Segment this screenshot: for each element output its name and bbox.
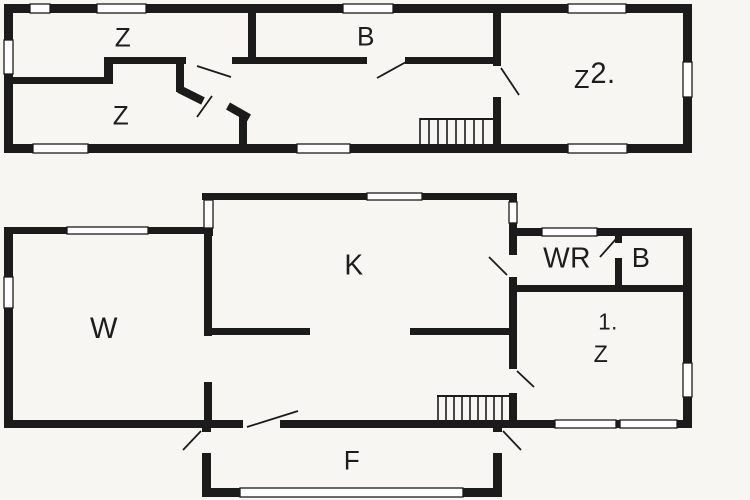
upper-floor-plan [3, 3, 693, 154]
upper-windows [3, 3, 693, 154]
upper-room-label-bathroom: B [357, 21, 375, 52]
upper-room-label-bedroom-top-left: Z [114, 22, 132, 53]
upper-interior-walls [4, 13, 501, 144]
lower-staircase [437, 395, 509, 420]
upper-room-label-bedroom-right: Z [574, 64, 590, 94]
lower-room-label-living-room: W [90, 312, 118, 345]
lower-interior-walls [204, 228, 692, 428]
upper-room-label-bedroom-bottom-left: Z [112, 100, 130, 131]
lower-room-label-bedroom: Z [593, 341, 609, 368]
lower-room-number: 1. [598, 308, 618, 335]
upper-staircase [419, 118, 493, 144]
lower-door-gaps [202, 419, 502, 453]
lower-windows [3, 192, 693, 498]
lower-room-label-utility-room: WR [543, 242, 591, 275]
lower-floor-plan [3, 192, 693, 498]
lower-door-swings [182, 238, 617, 451]
lower-room-label-hallway: F [343, 445, 361, 476]
upper-room-number: 2. [590, 57, 616, 90]
lower-room-label-kitchen: K [344, 249, 364, 282]
upper-door-swings [196, 61, 520, 118]
lower-room-label-bathroom: B [631, 242, 651, 273]
